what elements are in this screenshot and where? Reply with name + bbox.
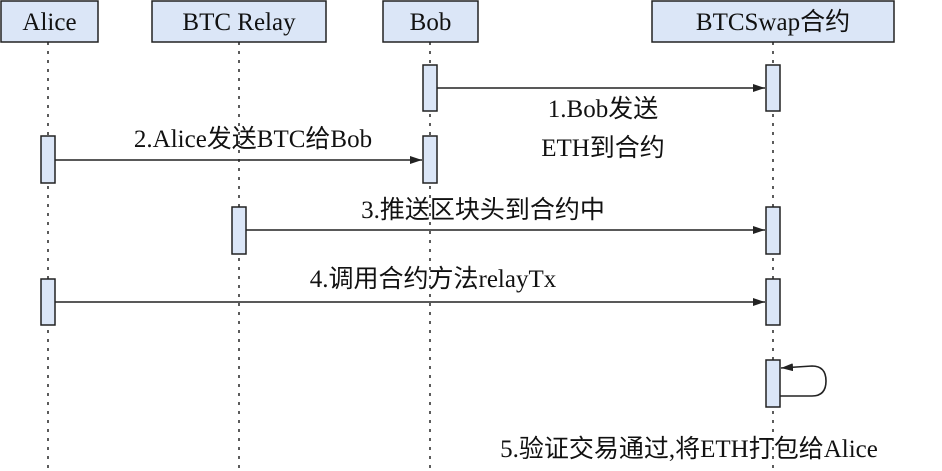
message-2: 2.Alice发送BTC给Bob: [55, 125, 422, 164]
message-4-label: 4.调用合约方法relayTx: [310, 265, 557, 293]
activation-alice-1: [40, 135, 56, 184]
actor-alice: Alice: [0, 0, 99, 43]
message-1-label-line2: ETH到合约: [541, 134, 665, 162]
actor-alice-label: Alice: [22, 9, 76, 36]
actor-bob-label: Bob: [410, 9, 452, 36]
message-5: 5.验证交易通过,将ETH打包给Alice: [500, 363, 878, 463]
message-3: 3.推送区块头到合约中: [246, 196, 765, 234]
activation-contract-3: [765, 278, 781, 326]
message-1-label: 1.Bob发送: [548, 95, 658, 123]
actor-btc-relay: BTC Relay: [151, 0, 327, 43]
message-1: 1.Bob发送 ETH到合约: [437, 84, 765, 162]
actor-btc-relay-label: BTC Relay: [182, 9, 296, 36]
activation-contract-1: [765, 64, 781, 112]
message-4: 4.调用合约方法relayTx: [55, 265, 765, 306]
activation-contract-4: [765, 359, 781, 408]
activation-relay-1: [231, 206, 247, 255]
message-3-label: 3.推送区块头到合约中: [361, 196, 605, 224]
message-5-label: 5.验证交易通过,将ETH打包给Alice: [500, 435, 878, 463]
actor-btcswap-contract: BTCSwap合约: [651, 0, 895, 43]
message-2-label: 2.Alice发送BTC给Bob: [134, 125, 372, 153]
activation-bob-2: [422, 135, 438, 184]
activation-bob-1: [422, 64, 438, 112]
activation-alice-2: [40, 278, 56, 326]
actor-btcswap-contract-label: BTCSwap合约: [696, 8, 850, 36]
activation-contract-2: [765, 206, 781, 255]
message-5-self-arrow: [780, 363, 827, 397]
actor-bob: Bob: [382, 0, 479, 43]
